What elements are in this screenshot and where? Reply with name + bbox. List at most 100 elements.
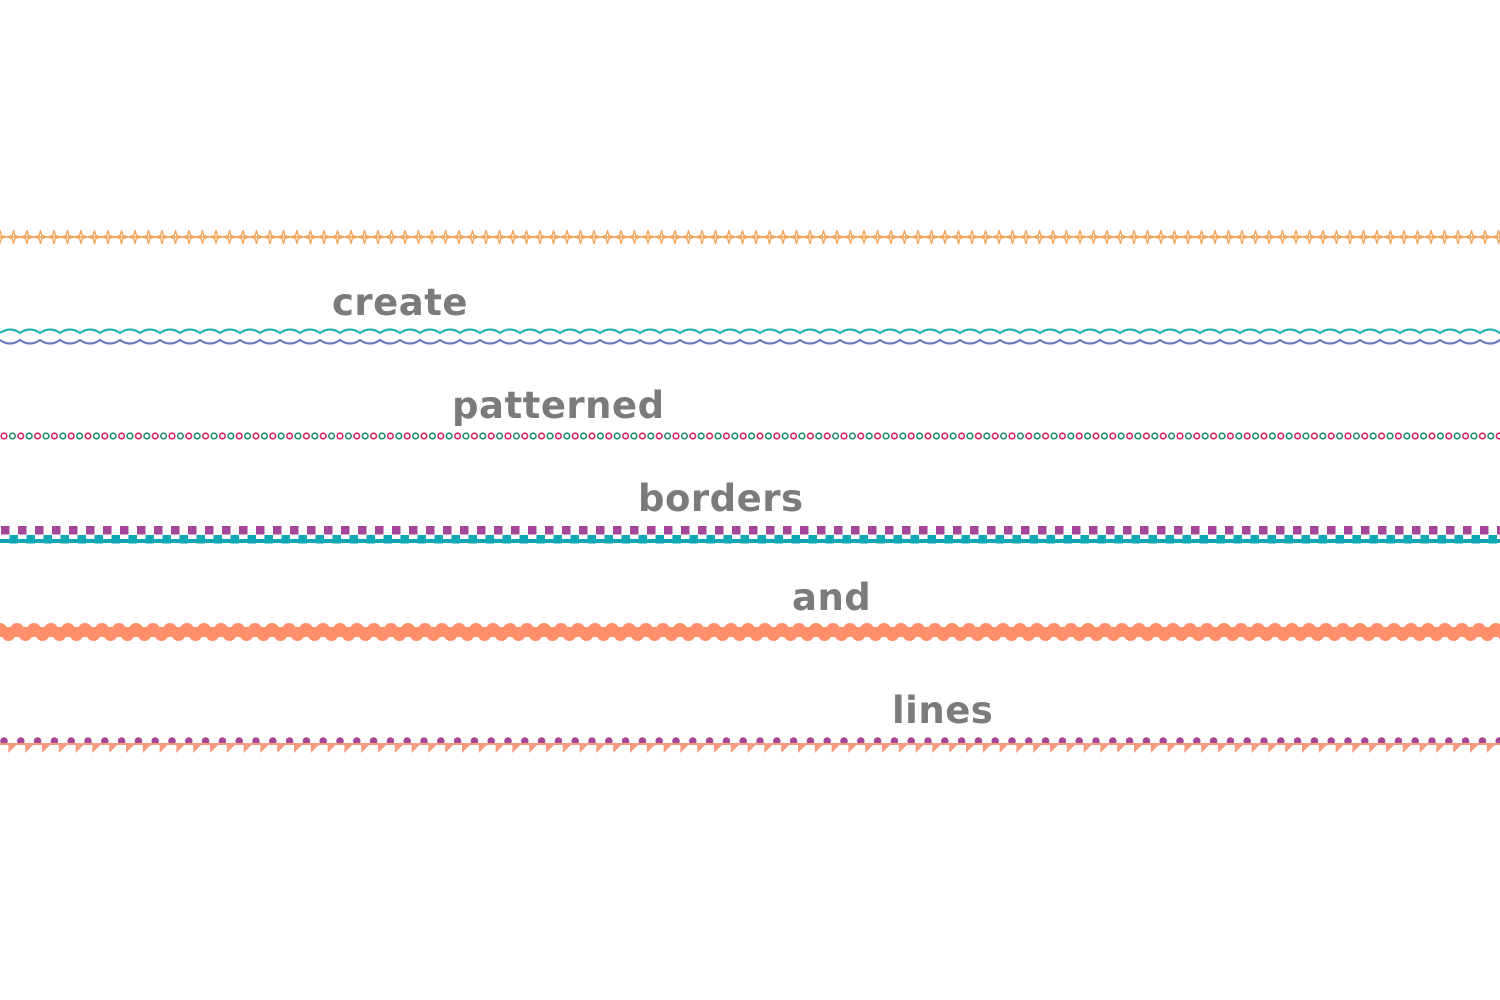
square-top <box>1480 526 1489 535</box>
ring-mark <box>739 432 747 440</box>
dot-mark <box>151 737 159 745</box>
star-shape <box>411 229 426 245</box>
star-shape <box>168 229 183 245</box>
ring-mark <box>554 432 563 440</box>
ring-mark <box>1453 432 1461 440</box>
square-top <box>1225 526 1234 535</box>
ring-mark <box>781 432 789 440</box>
star-shape <box>559 229 575 245</box>
star-shape <box>289 229 305 245</box>
dot-mark <box>0 737 8 745</box>
ring-mark <box>1016 432 1025 440</box>
star-shape <box>951 229 966 245</box>
square-top <box>1242 526 1251 535</box>
dot-mark <box>1394 737 1403 745</box>
square-top <box>1310 526 1319 535</box>
triangle-mark <box>1436 745 1445 753</box>
star-shape <box>1126 229 1142 245</box>
ring-mark <box>168 432 176 440</box>
dot-mark <box>201 737 210 745</box>
square-top <box>1395 526 1404 535</box>
ring-mark <box>1125 432 1134 440</box>
ring-mark <box>353 432 361 440</box>
triangle-mark <box>1234 745 1243 753</box>
ring-mark <box>370 432 378 440</box>
ring-mark <box>1419 432 1428 440</box>
triangle-mark <box>159 745 168 753</box>
triangle-mark <box>310 745 319 753</box>
ring-mark <box>1067 432 1075 440</box>
star-shape <box>1194 229 1209 245</box>
triangle-mark <box>1033 745 1042 753</box>
triangle-mark <box>1486 745 1495 753</box>
square-top <box>188 526 197 535</box>
star-shape <box>357 229 372 245</box>
square-top <box>783 526 792 535</box>
square-top <box>834 526 843 535</box>
square-top <box>375 526 384 535</box>
dot-mark <box>1377 737 1386 745</box>
star-shape <box>600 229 615 245</box>
square-top <box>1021 526 1030 535</box>
dot-mark <box>1176 737 1184 745</box>
triangle-mark <box>1083 745 1092 753</box>
star-shape <box>141 229 156 245</box>
dot-mark <box>117 737 126 745</box>
triangle-mark <box>126 745 134 753</box>
triangle-mark <box>932 745 941 753</box>
dot-mark <box>672 737 680 745</box>
dot-mark <box>571 737 579 745</box>
star-shape <box>1329 229 1344 245</box>
ring-mark <box>571 432 579 440</box>
ring-mark <box>722 432 731 440</box>
star-shape <box>1437 229 1452 245</box>
triangle-mark <box>1268 745 1277 753</box>
star-shape <box>816 229 831 245</box>
dot-mark <box>1125 737 1134 745</box>
star-shape <box>1288 229 1304 245</box>
triangle-mark <box>764 745 773 753</box>
star-shape <box>573 229 588 245</box>
triangle-mark <box>1402 745 1411 753</box>
star-shape <box>627 229 642 245</box>
ring-mark <box>176 432 184 440</box>
dot-mark <box>588 737 596 745</box>
ring-mark <box>445 432 453 440</box>
star-shape <box>276 229 291 245</box>
ring-mark <box>378 432 386 440</box>
ring-mark <box>75 432 84 440</box>
star-shape <box>1234 229 1250 245</box>
star-shape <box>195 229 210 245</box>
dot-mark <box>185 737 193 745</box>
triangle-mark <box>596 745 605 753</box>
ring-mark <box>949 432 957 440</box>
star-shape <box>87 229 102 245</box>
ring-mark <box>974 432 983 440</box>
triangle-mark <box>344 745 353 753</box>
square-top <box>460 526 469 535</box>
star-shape <box>154 229 170 245</box>
square-top <box>1259 526 1268 535</box>
ring-mark <box>1075 432 1083 440</box>
dot-mark <box>1075 737 1083 745</box>
star-shape <box>654 229 669 245</box>
ring-mark <box>1092 432 1100 440</box>
ring-mark <box>1235 432 1243 440</box>
ring-mark <box>991 432 999 440</box>
triangle-mark <box>92 745 101 753</box>
star-shape <box>910 229 926 245</box>
ring-mark <box>151 432 159 440</box>
ring-mark <box>1344 432 1352 440</box>
square-top <box>1361 526 1370 535</box>
square-top <box>1004 526 1013 535</box>
triangle-mark <box>781 745 790 753</box>
ring-mark <box>941 432 949 440</box>
square-top <box>511 526 520 535</box>
triangle-mark <box>226 745 235 753</box>
ring-mark <box>672 432 680 440</box>
star-shape <box>708 229 723 245</box>
ring-mark <box>848 432 857 440</box>
square-top <box>52 526 61 535</box>
triangle-mark <box>865 745 874 753</box>
dot-mark <box>218 737 227 745</box>
